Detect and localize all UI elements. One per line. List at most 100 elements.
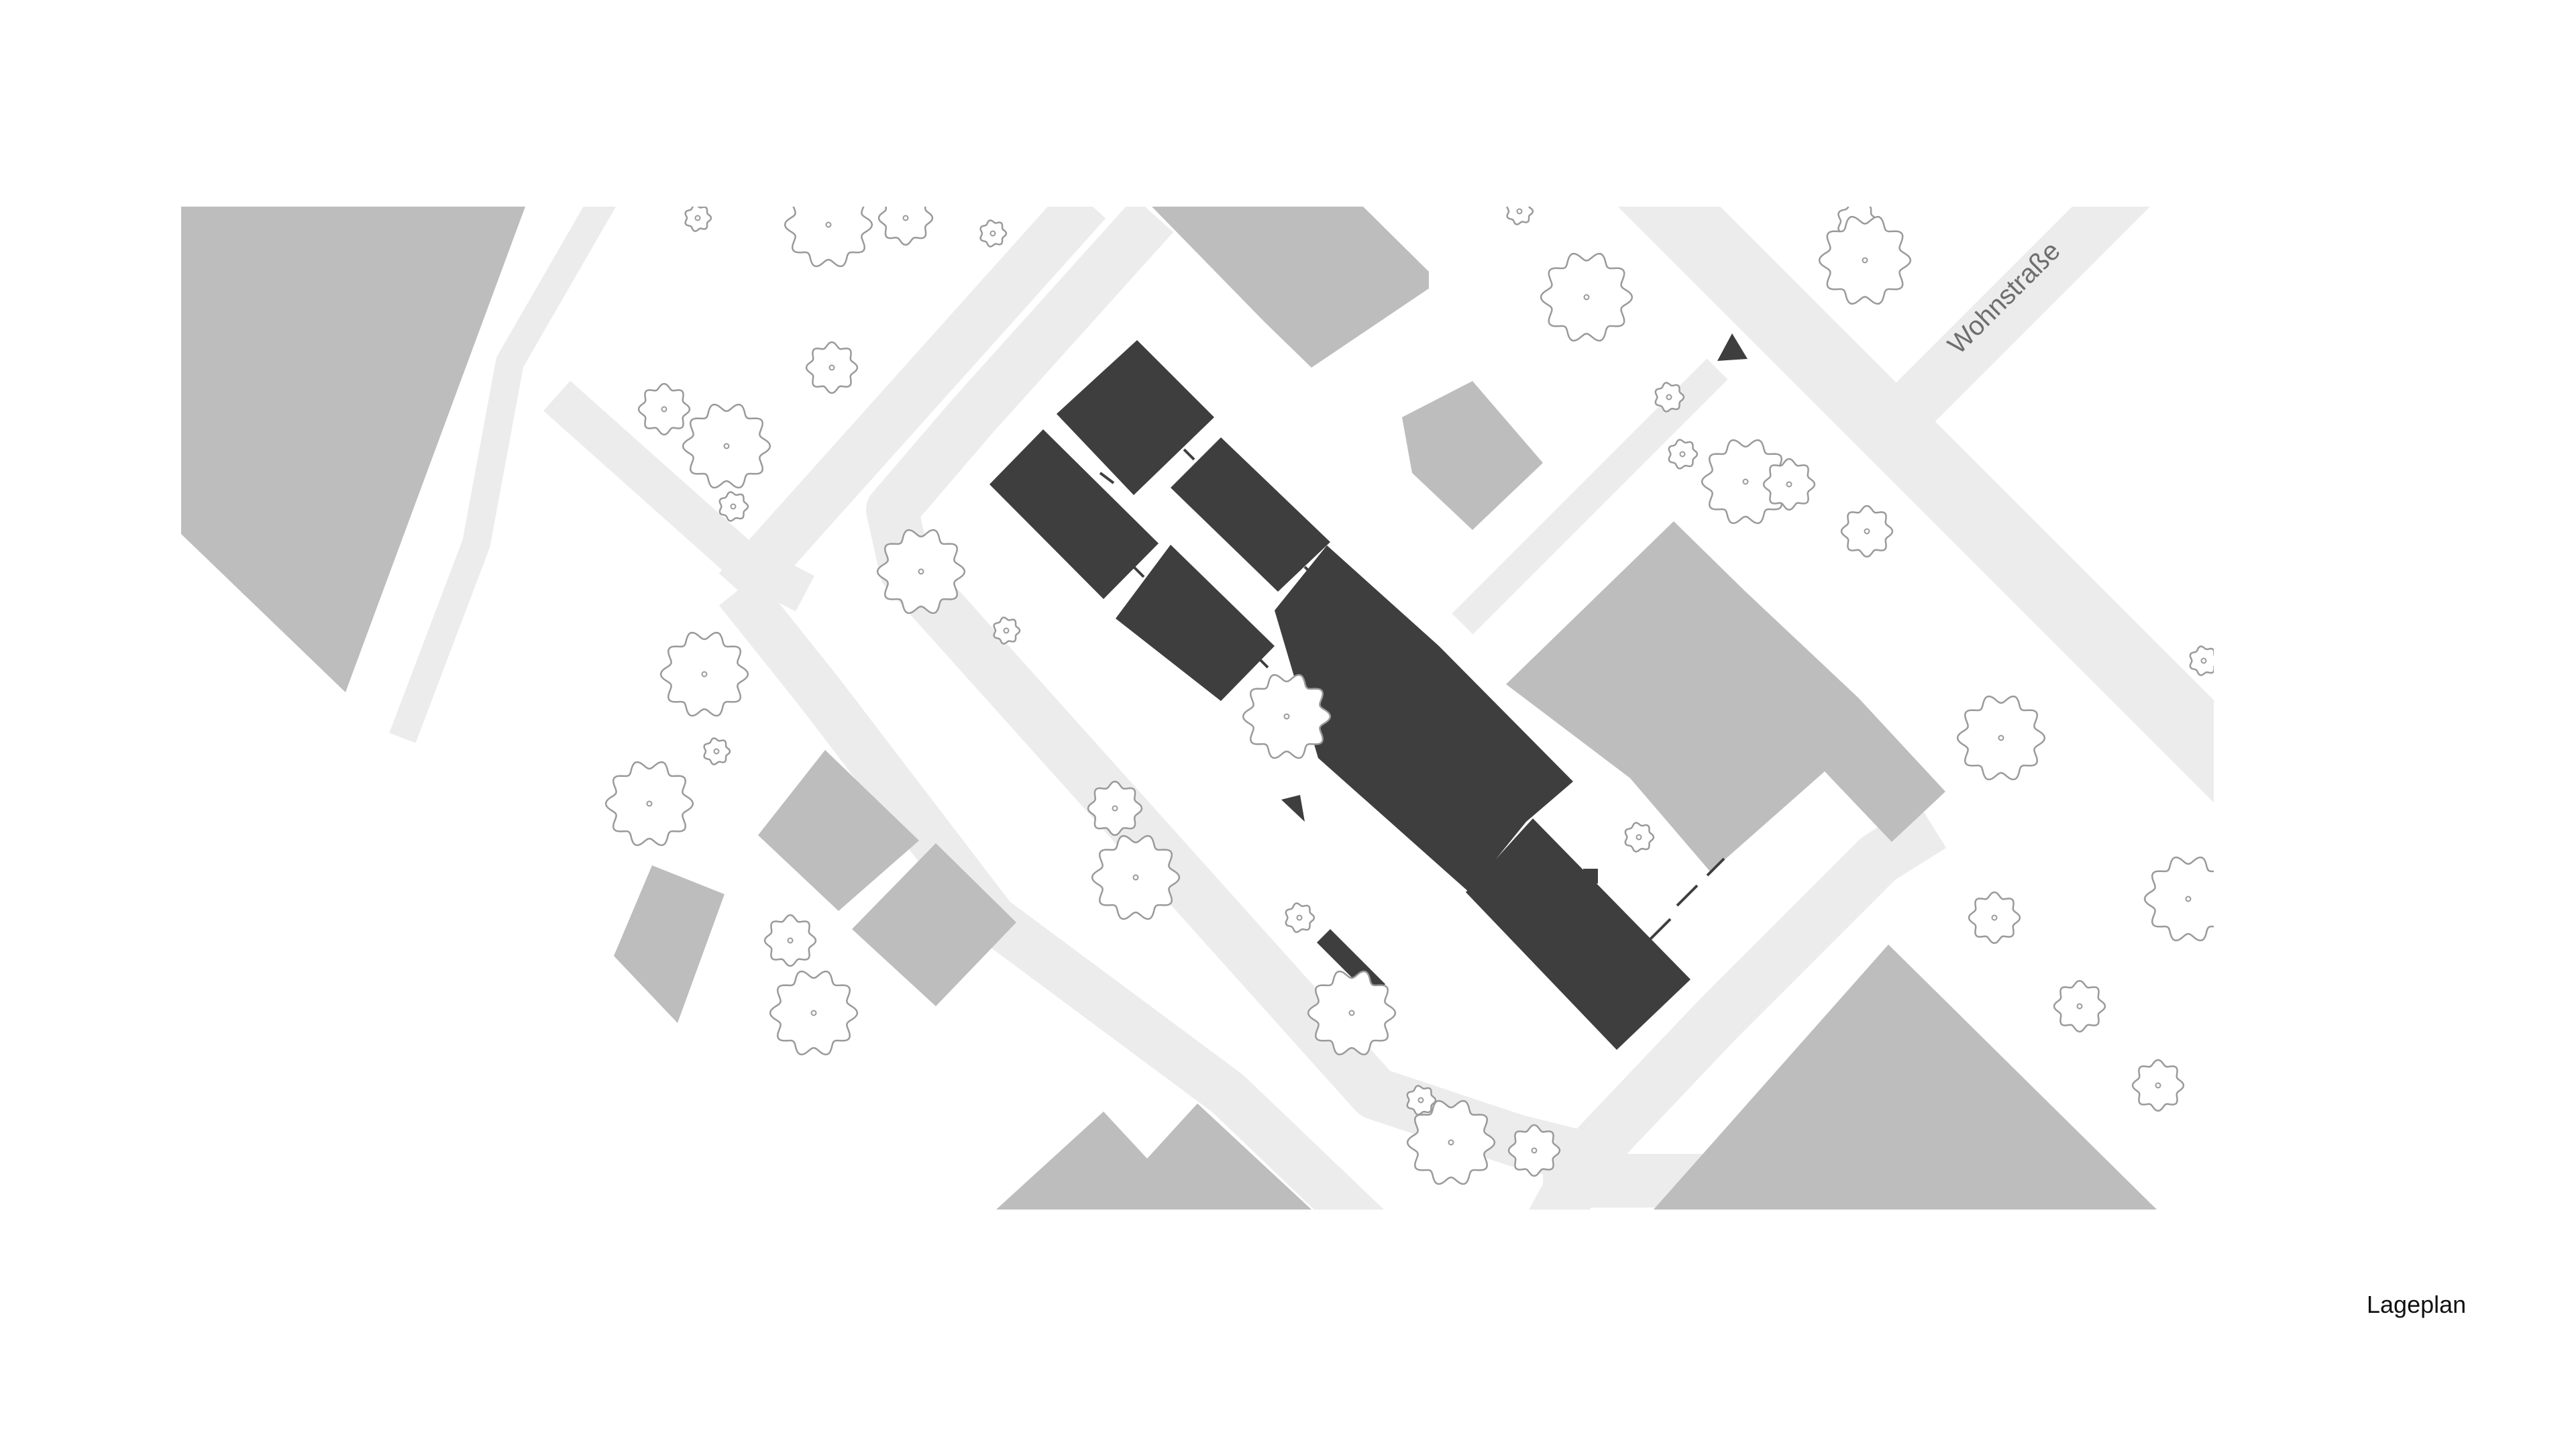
project-pavilion-3 (1171, 437, 1330, 592)
tree-icon (1406, 1085, 1437, 1116)
connector-5 (1256, 656, 1269, 669)
tree-trunk-marker (661, 406, 667, 413)
neighbour-buildings (181, 207, 2157, 1210)
tree-icon (1668, 439, 1699, 470)
tree-trunk-marker (1998, 735, 2004, 741)
tree-icon (979, 219, 1008, 248)
tree-trunk-marker (1666, 394, 1672, 400)
tree-icon (2053, 979, 2106, 1033)
project-buildings (989, 340, 1690, 1050)
road-spur-northeast (1852, 207, 2150, 466)
tree-icon (684, 207, 712, 232)
tree-trunk-marker (1283, 713, 1290, 720)
neighbour-building-cross (1402, 381, 1543, 530)
tree-trunk-marker (1786, 481, 1792, 488)
tree-group (604, 207, 2214, 1185)
tree-icon (784, 207, 873, 268)
tree-icon (763, 914, 817, 967)
tree-trunk-marker (723, 443, 730, 449)
tree-icon (769, 970, 859, 1056)
tree-trunk-marker (694, 215, 701, 221)
tree-trunk-marker (1132, 874, 1139, 881)
road-wohnstrasse (1617, 207, 2214, 803)
tree-trunk-marker (646, 800, 653, 807)
tree-trunk-marker (713, 748, 720, 755)
tree-trunk-marker (1296, 914, 1303, 921)
tree-icon (1540, 252, 1633, 342)
tree-trunk-marker (1679, 451, 1686, 458)
tree-icon (1087, 780, 1143, 837)
tree-icon (1840, 504, 1894, 558)
entrance-arrow-icon (1717, 333, 1748, 361)
neighbour-building-southwest-c (614, 865, 724, 1023)
tree-icon (718, 491, 749, 522)
tree-trunk-marker (902, 215, 909, 221)
tree-icon (2143, 856, 2214, 942)
tree-trunk-marker (2155, 1082, 2161, 1089)
connector-3 (1132, 566, 1145, 578)
project-pavilion-4 (1116, 545, 1275, 701)
tree-icon (659, 631, 749, 717)
tree-icon (1701, 439, 1790, 525)
tree-trunk-marker (810, 1010, 817, 1016)
neighbour-building-north (1152, 207, 1429, 368)
entrance-line-1 (1642, 918, 1672, 947)
tree-icon (1307, 970, 1397, 1056)
neighbour-building-east (1506, 521, 1945, 872)
tree-trunk-marker (2200, 657, 2207, 664)
tree-trunk-marker (1448, 1139, 1454, 1146)
neighbour-building-southeast (1654, 945, 2157, 1210)
tree-trunk-marker (1417, 1097, 1424, 1104)
neighbour-building-south (996, 1104, 1311, 1210)
tree-trunk-marker (1991, 914, 1998, 921)
road-central-diagonal (718, 207, 1106, 608)
tree-trunk-marker (1516, 208, 1523, 215)
tree-trunk-marker (1864, 528, 1870, 535)
tree-icon (1507, 1124, 1561, 1177)
tree-trunk-marker (1742, 478, 1749, 485)
tree-trunk-marker (2185, 896, 2192, 902)
tree-icon (1624, 822, 1655, 853)
tree-trunk-marker (1531, 1147, 1538, 1154)
entrance-arrow-icon (1281, 795, 1305, 822)
tree-icon (637, 382, 691, 436)
plan-title: Lageplan (2367, 1291, 2467, 1318)
connector-6 (1313, 680, 1326, 692)
tree-icon (1968, 891, 2021, 945)
project-pavilion-1 (1057, 340, 1214, 495)
tree-trunk-marker (787, 937, 794, 944)
tree-trunk-marker (825, 221, 832, 228)
connector-4 (1303, 566, 1315, 577)
entrance-line-3 (1706, 857, 1725, 877)
tree-icon (1762, 458, 1816, 511)
tree-trunk-marker (730, 503, 737, 510)
tree-icon (1285, 902, 1316, 933)
tree-trunk-marker (1583, 294, 1590, 301)
project-connectors (1099, 448, 1725, 947)
entrance-line-2 (1676, 884, 1699, 907)
tree-trunk-marker (701, 671, 708, 678)
tree-icon (805, 341, 859, 394)
tree-trunk-marker (1003, 627, 1010, 634)
tree-icon (877, 207, 934, 246)
project-pavilion-2 (989, 429, 1159, 599)
tree-icon (993, 616, 1021, 645)
tree-icon (604, 761, 694, 847)
neighbour-building-southwest-a (758, 750, 919, 911)
tree-trunk-marker (989, 230, 996, 237)
tree-trunk-marker (828, 364, 835, 371)
connector-2 (1183, 448, 1195, 461)
tree-icon (1242, 674, 1332, 759)
project-annex (1583, 869, 1598, 883)
tree-trunk-marker (918, 568, 924, 575)
tree-icon (703, 737, 731, 765)
tree-icon (1956, 695, 2046, 781)
project-main-wing (1275, 545, 1573, 892)
tree-icon (1818, 215, 1912, 305)
tree-icon (2189, 645, 2214, 676)
road-northwest (389, 207, 616, 743)
tree-trunk-marker (1112, 805, 1118, 812)
tree-icon (682, 403, 771, 489)
neighbour-building-southwest-b (852, 843, 1016, 1006)
tree-trunk-marker (1862, 257, 1868, 264)
